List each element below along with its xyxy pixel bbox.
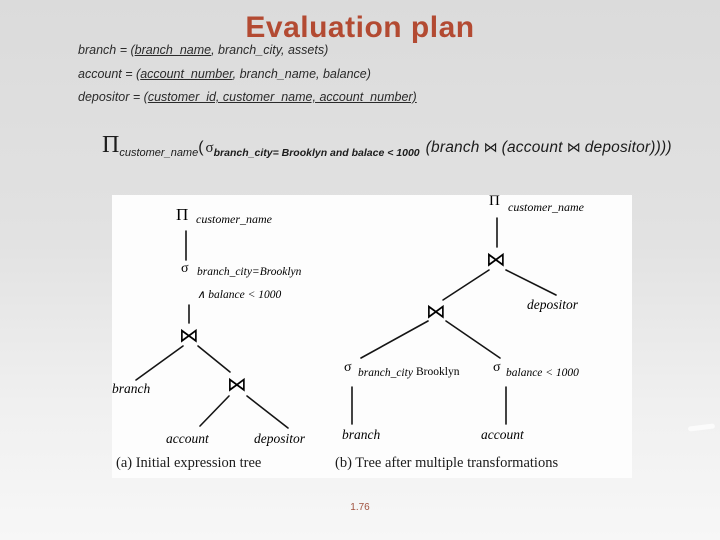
expression-segment: (account [501,139,563,156]
schema-key: branch_name [134,43,212,57]
page-title: Evaluation plan [245,11,475,44]
relational-algebra-expression: Π customer_name ( σ branch_city= Brookly… [102,132,672,159]
expression-segment: (branch [425,139,480,156]
tree-b-sigma1-operator: σ [344,360,352,375]
tree-b-sigma1-condition: branch_city [358,367,413,379]
highlight-artifact [687,423,716,432]
schema-line-branch: branch = (branch_name, branch_city, asse… [78,43,328,57]
tree-a-sigma-condition-2: ∧ balance < 1000 [197,289,282,301]
schema-line-depositor: depositor = (customer_id, customer_name,… [78,90,417,104]
tree-a-leaf-branch: branch [112,381,151,396]
schema-text: branch = ( [78,43,135,57]
pi-subscript: customer_name [119,147,199,159]
tree-b-sigma1-value: Brooklyn [416,366,460,378]
tree-a-sigma-operator: σ [181,261,189,276]
tree-b-join-left-icon: ⋈ [426,299,446,323]
tree-b-sigma2-condition: balance < 1000 [506,367,579,379]
join-icon: ⋈ [566,140,581,156]
tree-b-leaf-depositor: depositor [527,297,579,312]
page-number: 1.76 [350,502,370,513]
schema-text: depositor = ( [78,90,148,104]
schema-line-account: account = (account_number, branch_name, … [78,67,371,81]
join-icon: ⋈ [483,140,498,156]
expression-segment: depositor)))) [584,139,672,156]
tree-b-pi-subscript: customer_name [508,200,584,214]
tree-a-caption: (a) Initial expression tree [116,455,262,471]
tree-b-leaf-branch: branch [342,427,381,442]
tree-a-pi-operator: Π [176,205,189,224]
tree-a-leaf-depositor: depositor [254,431,306,446]
tree-b-join-top-icon: ⋈ [486,247,506,271]
pi-operator: Π [102,132,120,158]
schema-text: , branch_city, assets) [211,43,329,57]
schema-key: customer_id, customer_name, account_numb… [147,90,417,104]
tree-a-leaf-account: account [166,431,209,446]
tree-a-join-bottom-icon: ⋈ [227,372,247,396]
tree-b-pi-operator: Π [489,193,500,209]
tree-a-join-top-icon: ⋈ [179,323,199,347]
tree-b-sigma2-operator: σ [493,360,501,375]
schema-text: account = ( [78,67,141,81]
tree-a-pi-subscript: customer_name [196,212,272,226]
sigma-subscript: branch_city= Brooklyn and balace < 1000 [213,147,420,159]
tree-a-sigma-condition-1: branch_city=Brooklyn [197,266,302,278]
schema-key: account_number [140,67,233,81]
schema-text: , branch_name, balance) [232,67,371,81]
open-paren: ( [198,139,204,156]
tree-b-caption: (b) Tree after multiple transformations [335,455,559,471]
sigma-operator: σ [205,140,214,156]
tree-b-leaf-account: account [481,427,524,442]
